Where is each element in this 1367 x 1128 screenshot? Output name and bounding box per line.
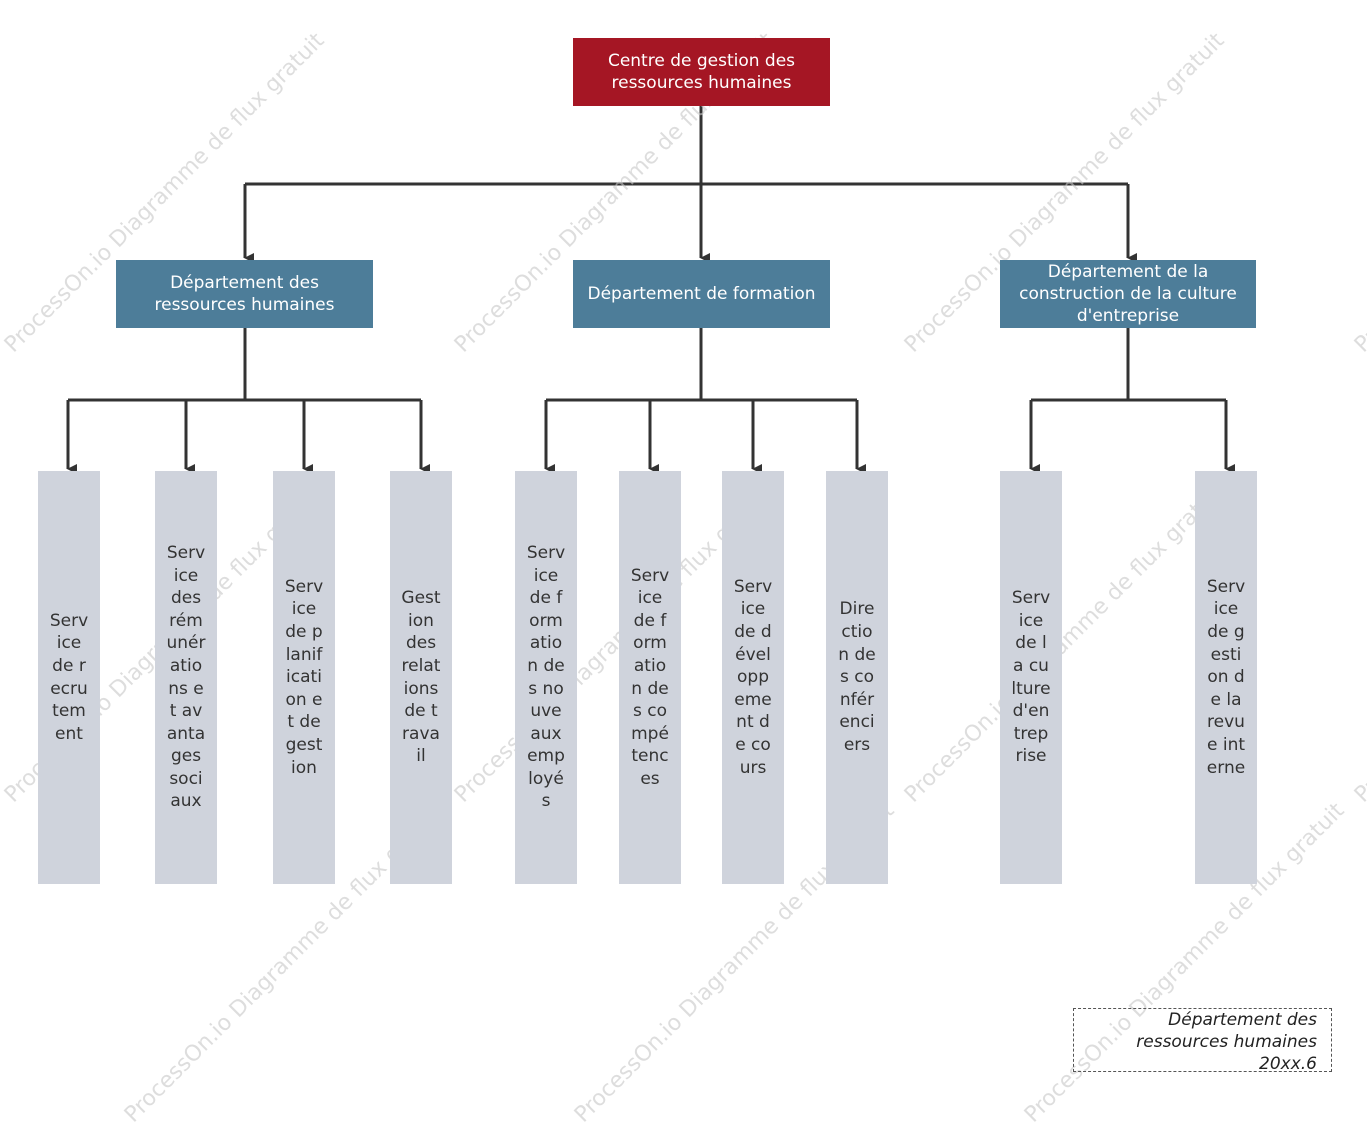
- service-label: Service de formation des nouveaux employ…: [526, 542, 566, 812]
- root-label: Centre de gestion des ressources humaine…: [607, 51, 796, 93]
- service-label: Direction des conférenciers: [838, 599, 876, 755]
- department-node-hr[interactable]: Département des ressources humaines: [116, 260, 373, 328]
- service-label: Service de gestion de la revue interne: [1206, 576, 1246, 778]
- service-node-new-employee-training[interactable]: Service de formation des nouveaux employ…: [515, 471, 577, 884]
- department-label: Département de la construction de la cul…: [1019, 262, 1237, 326]
- note-line-1: Département des: [1168, 1010, 1317, 1030]
- department-node-culture[interactable]: Département de la construction de la cul…: [1000, 260, 1256, 328]
- service-node-compensation[interactable]: Service des rémunérations et avantages s…: [155, 471, 217, 884]
- service-node-corporate-culture[interactable]: Service de la culture d'entreprise: [1000, 471, 1062, 884]
- service-node-planning[interactable]: Service de planification et de gestion: [273, 471, 335, 884]
- root-node[interactable]: Centre de gestion des ressources humaine…: [573, 38, 830, 106]
- service-node-skills-training[interactable]: Service de formation des compétences: [619, 471, 681, 884]
- service-label: Service de planification et de gestion: [284, 576, 324, 778]
- service-label: Service de formation des compétences: [630, 565, 670, 789]
- service-node-speakers[interactable]: Direction des conférenciers: [826, 471, 888, 884]
- service-label: Service de recrutement: [49, 610, 89, 744]
- service-label: Service des rémunérations et avantages s…: [166, 542, 206, 812]
- service-node-recruitment[interactable]: Service de recrutement: [38, 471, 100, 884]
- service-label: Gestion des relations de travail: [401, 588, 441, 767]
- department-label: Département de formation: [587, 284, 816, 304]
- department-node-training[interactable]: Département de formation: [573, 260, 830, 328]
- service-node-internal-magazine[interactable]: Service de gestion de la revue interne: [1195, 471, 1257, 884]
- note-line-2: ressources humaines: [1136, 1032, 1317, 1052]
- service-node-labor-relations[interactable]: Gestion des relations de travail: [390, 471, 452, 884]
- service-label: Service de la culture d'entreprise: [1011, 588, 1051, 767]
- service-label: Service de développement de cours: [733, 576, 773, 778]
- note-line-3: 20xx.6: [1259, 1054, 1317, 1074]
- note-box: Département des ressources humaines 20xx…: [1073, 1008, 1332, 1074]
- service-node-course-development[interactable]: Service de développement de cours: [722, 471, 784, 884]
- department-label: Département des ressources humaines: [154, 273, 335, 315]
